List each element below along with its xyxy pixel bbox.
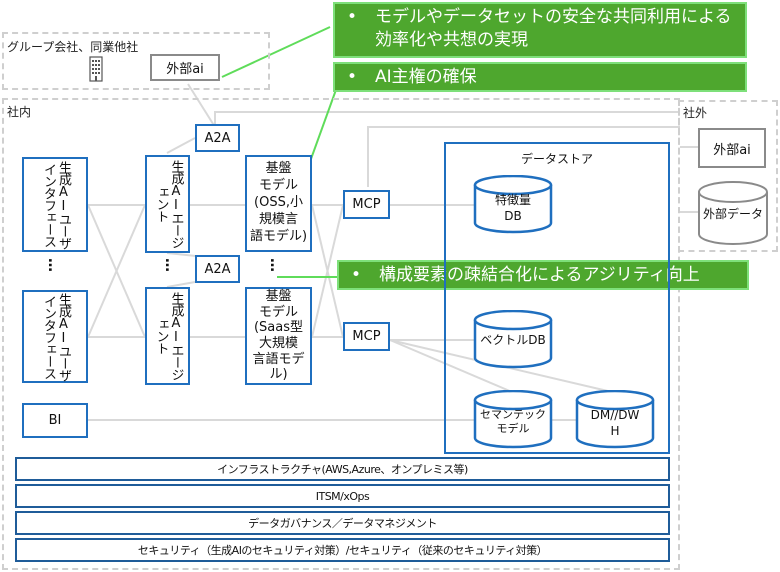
genai-agent-box-top[interactable]: 生成AIエージェント xyxy=(145,155,190,253)
external-ai-label: 外部ai xyxy=(713,142,751,158)
internal-zone: 社内 xyxy=(2,98,680,570)
external-data-cylinder[interactable] xyxy=(697,180,769,246)
genai-ui-box-bottom[interactable]: 生成AIユーザインタフェース xyxy=(22,290,88,383)
vector-db-label: ベクトルDB xyxy=(480,333,546,347)
mcp-box-top[interactable]: MCP xyxy=(343,190,390,219)
callout-shared-use: • モデルやデータセットの安全な共同利用による効率化や共想の実現 xyxy=(333,2,747,58)
model-ellipsis: … xyxy=(267,258,283,274)
a2a-label-top: A2A xyxy=(204,130,231,146)
callout-connector-1 xyxy=(221,26,331,78)
callout-ai-sovereignty: • AI主権の確保 xyxy=(333,62,747,92)
external-zone: 社外 xyxy=(678,100,778,252)
group-external-ai-label: 外部ai xyxy=(166,62,204,77)
connector-mcp2-semantic xyxy=(389,339,513,393)
layer-infrastructure: インフラストラクチャ(AWS,Azure、オンプレミス等) xyxy=(15,457,670,481)
ui-ellipsis: … xyxy=(45,258,61,274)
feature-db-label: 特徴量 DB xyxy=(494,193,531,223)
genai-agent-box-bottom[interactable]: 生成AIエージェント xyxy=(145,287,190,385)
callout-ai-sovereignty-text: AI主権の確保 xyxy=(375,67,477,87)
agent-ellipsis: … xyxy=(162,258,178,274)
feature-db-cylinder[interactable] xyxy=(473,175,553,235)
connector-extai-a2a xyxy=(187,83,216,128)
layer-security: セキュリティ（生成AIのセキュリティ対策）/セキュリティ（従来のセキュリティ対策… xyxy=(15,538,670,562)
a2a-box-top[interactable]: A2A xyxy=(195,124,240,152)
group-companies-label: グループ会社、同業他社 xyxy=(7,40,139,54)
connector-agent2-a2a2 xyxy=(166,281,196,288)
group-companies-zone: グループ会社、同業他社 xyxy=(2,32,270,90)
bi-box[interactable]: BI xyxy=(22,403,88,438)
genai-agent-label-bottom: 生成AIエージェント xyxy=(153,292,184,380)
layer-itsm-xops: ITSM/xOps xyxy=(15,484,670,508)
mcp-label-top: MCP xyxy=(352,197,381,212)
callout-loose-coupling: • 構成要素の疎結合化によるアジリティ向上 xyxy=(337,260,749,290)
a2a-label-middle: A2A xyxy=(204,261,231,277)
bi-label: BI xyxy=(48,413,62,428)
mcp-label-bottom: MCP xyxy=(352,329,381,344)
a2a-box-middle[interactable]: A2A xyxy=(195,255,240,283)
semantic-model-label: セマンテック モデル xyxy=(480,408,546,436)
datastore-container: データストア xyxy=(444,142,670,454)
connector-model2-mcp1 xyxy=(311,204,344,338)
connector-mcp-outside xyxy=(367,126,680,187)
genai-ui-label-bottom: 生成AIユーザインタフェース xyxy=(41,292,71,381)
connector-ui2-agent1 xyxy=(87,204,146,338)
connector-a2a-outside xyxy=(214,111,680,127)
group-external-ai-box[interactable]: 外部ai xyxy=(150,54,220,81)
callout-loose-coupling-text: 構成要素の疎結合化によるアジリティ向上 xyxy=(379,265,700,285)
external-data-label: 外部データ xyxy=(702,207,763,221)
dm-dwh-label: DM//DW H xyxy=(590,408,640,438)
foundation-model-box-oss[interactable]: 基盤 モデル (OSS,小 規模言 語モデル) xyxy=(245,155,312,252)
genai-agent-label-top: 生成AIエージェント xyxy=(153,160,184,248)
callout-shared-use-text: モデルやデータセットの安全な共同利用による効率化や共想の実現 xyxy=(375,7,732,50)
mcp-box-bottom[interactable]: MCP xyxy=(343,322,390,351)
dm-dwh-cylinder[interactable] xyxy=(575,390,655,450)
semantic-model-cylinder[interactable] xyxy=(473,390,553,450)
external-ai-box[interactable]: 外部ai xyxy=(698,128,766,168)
building-icon xyxy=(89,56,103,82)
datastore-title: データストア xyxy=(520,152,593,166)
layer-data-governance: データガバナンス／データマネジメント xyxy=(15,511,670,535)
vector-db-cylinder[interactable] xyxy=(473,310,553,370)
genai-ui-box-top[interactable]: 生成AIユーザインタフェース xyxy=(22,157,88,252)
internal-label: 社内 xyxy=(7,105,32,119)
external-label: 社外 xyxy=(683,106,708,120)
genai-ui-label-top: 生成AIユーザインタフェース xyxy=(41,160,71,249)
connector-agent1-a2a xyxy=(166,137,196,154)
foundation-model-box-saas[interactable]: 基盤 モデル (Saas型 大規模 言語モデ ル) xyxy=(245,287,312,385)
